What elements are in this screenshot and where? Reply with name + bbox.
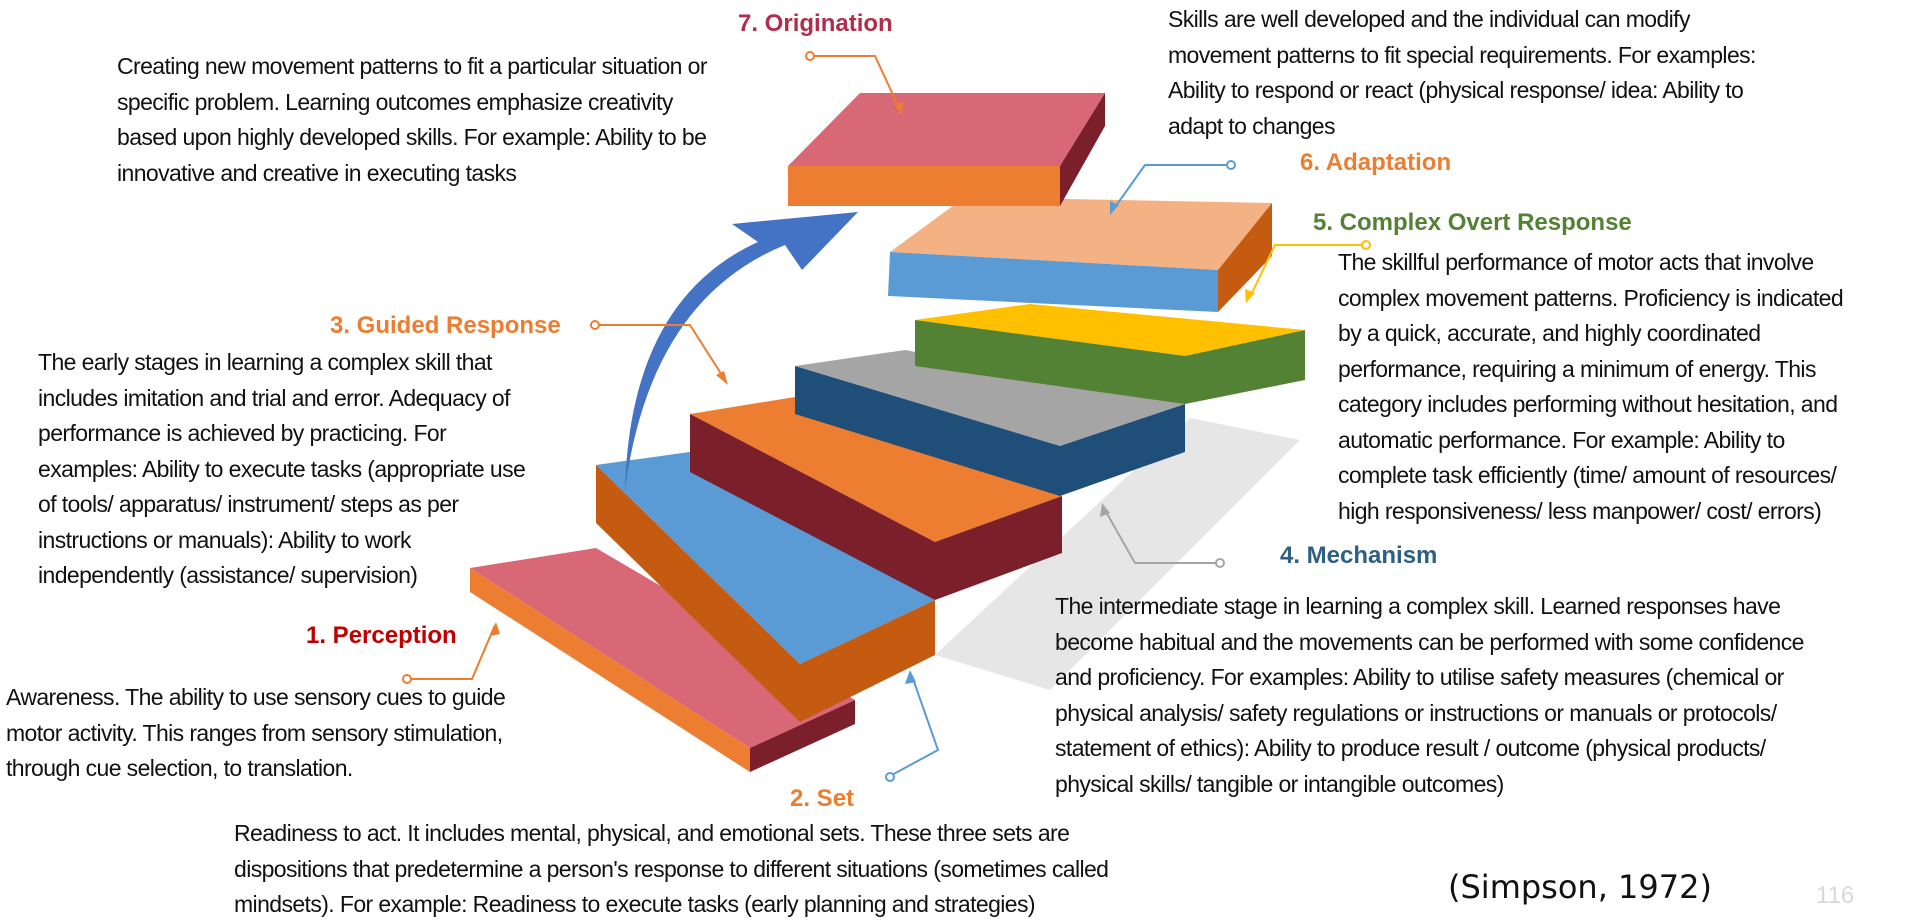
- title-set: 2. Set: [790, 785, 855, 812]
- description-perception: Awareness. The ability to use sensory cu…: [6, 680, 506, 787]
- description-line: and proficiency. For examples: Ability t…: [1055, 664, 1784, 690]
- connector-origination: [805, 51, 903, 116]
- description-line: physical skills/ tangible or intangible …: [1055, 770, 1504, 797]
- description-line: motor activity. This ranges from sensory…: [6, 719, 503, 746]
- description-line: automatic performance. For example: Abil…: [1338, 426, 1785, 453]
- step-mechanism: [795, 350, 1185, 496]
- description-line: instructions or manuals): Ability to wor…: [38, 526, 412, 553]
- description-line: through cue selection, to translation.: [6, 755, 353, 781]
- description-line: of tools/ apparatus/ instrument/ steps a…: [38, 491, 459, 517]
- description-line: movement patterns to fit special require…: [1168, 41, 1756, 68]
- description-line: mindsets). For example: Readiness to exe…: [234, 891, 1036, 917]
- description-line: innovative and creative in executing tas…: [117, 159, 517, 186]
- title-perception: 1. Perception: [306, 622, 457, 649]
- description-line: category includes performing without hes…: [1338, 391, 1838, 417]
- connector-complex-overt-response: [1245, 240, 1371, 303]
- description-line: high responsiveness/ less manpower/ cost…: [1338, 497, 1822, 524]
- description-line: statement of ethics): Ability to produce…: [1055, 735, 1766, 761]
- description-line: performance, requiring a minimum of ener…: [1338, 355, 1816, 382]
- description-line: dispositions that predetermine a person'…: [234, 855, 1109, 882]
- connector-guided-response: [590, 320, 728, 385]
- connector-adaptation: [1110, 160, 1236, 215]
- step-guided-response: [690, 397, 1062, 600]
- title-guided-response: 3. Guided Response: [330, 312, 561, 339]
- description-line: Skills are well developed and the indivi…: [1168, 6, 1690, 32]
- description-guided-response: The early stages in learning a complex s…: [38, 345, 526, 594]
- step-origination: [788, 93, 1105, 206]
- description-origination: Creating new movement patterns to fit a …: [117, 49, 708, 191]
- description-line: physical analysis/ safety regulations or…: [1055, 699, 1777, 726]
- description-line: The intermediate stage in learning a com…: [1055, 593, 1781, 619]
- description-complex-overt-response: The skillful performance of motor acts t…: [1338, 245, 1844, 529]
- connector-mechanism: [1100, 503, 1225, 568]
- description-line: includes imitation and trial and error. …: [38, 384, 510, 411]
- description-line: independently (assistance/ supervision): [38, 562, 418, 588]
- citation: (Simpson, 1972): [1448, 868, 1712, 906]
- step-set: [596, 448, 935, 722]
- title-adaptation: 6. Adaptation: [1300, 149, 1452, 176]
- page-number: 116: [1816, 882, 1855, 909]
- connector-perception: [402, 622, 500, 684]
- description-line: Readiness to act. It includes mental, ph…: [234, 820, 1070, 846]
- step-complex-overt-response: [915, 304, 1305, 404]
- progress-arrow: [625, 212, 858, 490]
- description-line: complete task efficiently (time/ amount …: [1338, 462, 1837, 488]
- description-line: by a quick, accurate, and highly coordin…: [1338, 320, 1761, 346]
- title-mechanism: 4. Mechanism: [1280, 542, 1438, 569]
- description-adaptation: Skills are well developed and the indivi…: [1168, 2, 1756, 144]
- description-line: Ability to respond or react (physical re…: [1168, 77, 1744, 103]
- step-adaptation: [888, 197, 1272, 312]
- description-line: examples: Ability to execute tasks (appr…: [38, 455, 526, 482]
- description-line: based upon highly developed skills. For …: [117, 124, 707, 150]
- title-complex-overt-response: 5. Complex Overt Response: [1313, 209, 1632, 236]
- description-line: The early stages in learning a complex s…: [38, 349, 492, 375]
- title-origination: 7. Origination: [738, 10, 893, 37]
- description-line: Creating new movement patterns to fit a …: [117, 53, 708, 79]
- step-perception: [470, 548, 855, 772]
- description-line: complex movement patterns. Proficiency i…: [1338, 284, 1844, 311]
- description-line: become habitual and the movements can be…: [1055, 628, 1804, 655]
- staircase-shadow: [935, 418, 1300, 690]
- description-line: The skillful performance of motor acts t…: [1338, 249, 1814, 275]
- description-line: specific problem. Learning outcomes emph…: [117, 88, 673, 115]
- description-line: adapt to changes: [1168, 112, 1335, 139]
- description-set: Readiness to act. It includes mental, ph…: [234, 816, 1109, 923]
- description-mechanism: The intermediate stage in learning a com…: [1055, 589, 1804, 802]
- description-line: performance is achieved by practicing. F…: [38, 420, 447, 446]
- description-line: Awareness. The ability to use sensory cu…: [6, 684, 506, 710]
- connector-set: [885, 670, 940, 782]
